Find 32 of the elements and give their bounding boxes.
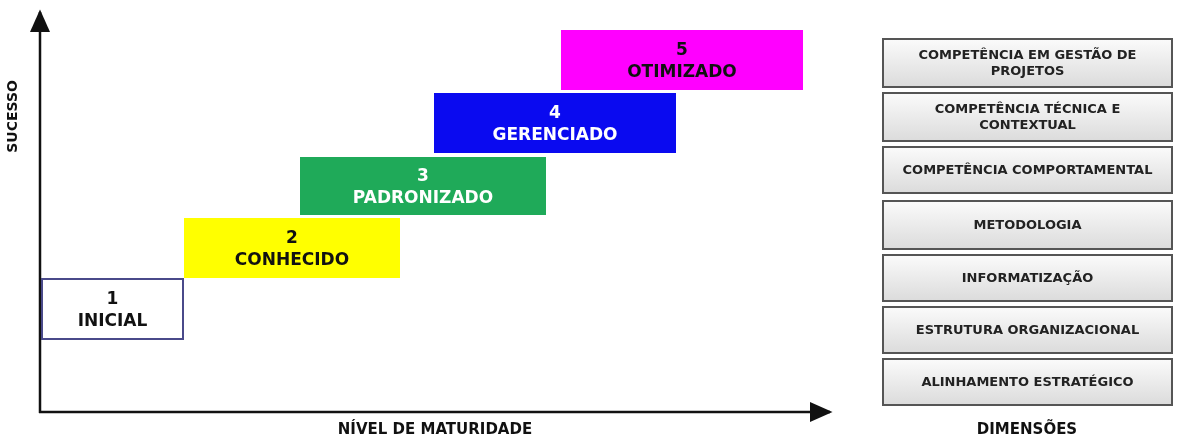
- level-number: 3: [417, 164, 429, 186]
- level-name: INICIAL: [77, 309, 148, 331]
- dimension-name: INFORMATIZAÇÃO: [961, 270, 1094, 286]
- dimension-box: [882, 358, 1173, 406]
- maturity-level-box: [184, 218, 400, 278]
- level-name: OTIMIZADO: [627, 60, 737, 82]
- axis-title: SUCESSO: [4, 80, 20, 153]
- level-name: CONHECIDO: [234, 248, 350, 270]
- level-number: 1: [106, 287, 119, 309]
- level-name: PADRONIZADO: [352, 186, 494, 208]
- dimension-box: [882, 146, 1173, 194]
- dimension-box: [882, 92, 1173, 142]
- level-number: 5: [676, 38, 688, 60]
- maturity-level-box: [561, 30, 803, 90]
- level-number: 2: [286, 226, 298, 248]
- dimension-name: COMPETÊNCIA EM GESTÃO DE PROJETOS: [917, 47, 1138, 79]
- dimension-name: METODOLOGIA: [973, 217, 1082, 233]
- dimension-box: [882, 254, 1173, 302]
- column-title: DIMENSÕES: [976, 420, 1078, 438]
- level-number: 4: [549, 101, 561, 123]
- dimension-name: ALINHAMENTO ESTRATÉGICO: [921, 374, 1134, 390]
- axis-title: NÍVEL DE MATURIDADE: [337, 420, 533, 438]
- dimension-box: [882, 38, 1173, 88]
- maturity-level-box: [41, 278, 184, 340]
- level-name: GERENCIADO: [492, 123, 618, 145]
- dimension-box: [882, 306, 1173, 354]
- dimension-name: ESTRUTURA ORGANIZACIONAL: [915, 322, 1140, 338]
- dimension-name: COMPETÊNCIA COMPORTAMENTAL: [902, 162, 1153, 178]
- dimension-name: COMPETÊNCIA TÉCNICA E CONTEXTUAL: [933, 101, 1122, 133]
- dimension-box: [882, 200, 1173, 250]
- maturity-level-box: [434, 93, 676, 153]
- maturity-level-box: [300, 157, 546, 215]
